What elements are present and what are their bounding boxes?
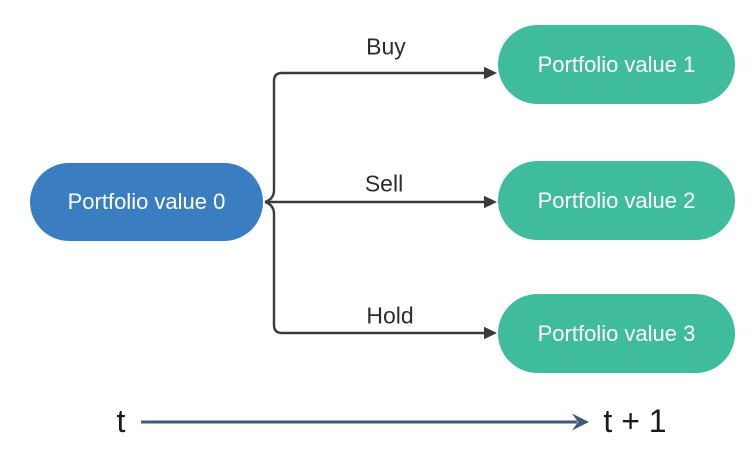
sell-branch-label: Sell	[364, 170, 404, 197]
timeline-start-label: t	[116, 403, 126, 439]
sell-arrowhead	[484, 195, 497, 209]
buy-arrowhead	[484, 66, 497, 80]
node-portfolio-value-0: Portfolio value 0	[30, 163, 263, 241]
timeline-end-label: t + 1	[603, 403, 667, 439]
buy-arrow-line	[264, 71, 486, 204]
node-portfolio-value-2: Portfolio value 2	[498, 161, 735, 240]
hold-arrowhead	[484, 326, 497, 340]
node-portfolio-value-3: Portfolio value 3	[498, 294, 735, 373]
timeline-arrowhead	[572, 413, 589, 431]
hold-arrow-line	[264, 200, 486, 335]
hold-branch-label: Hold	[366, 302, 414, 329]
node-portfolio-value-1: Portfolio value 1	[498, 25, 735, 104]
buy-branch-label: Buy	[366, 33, 406, 60]
